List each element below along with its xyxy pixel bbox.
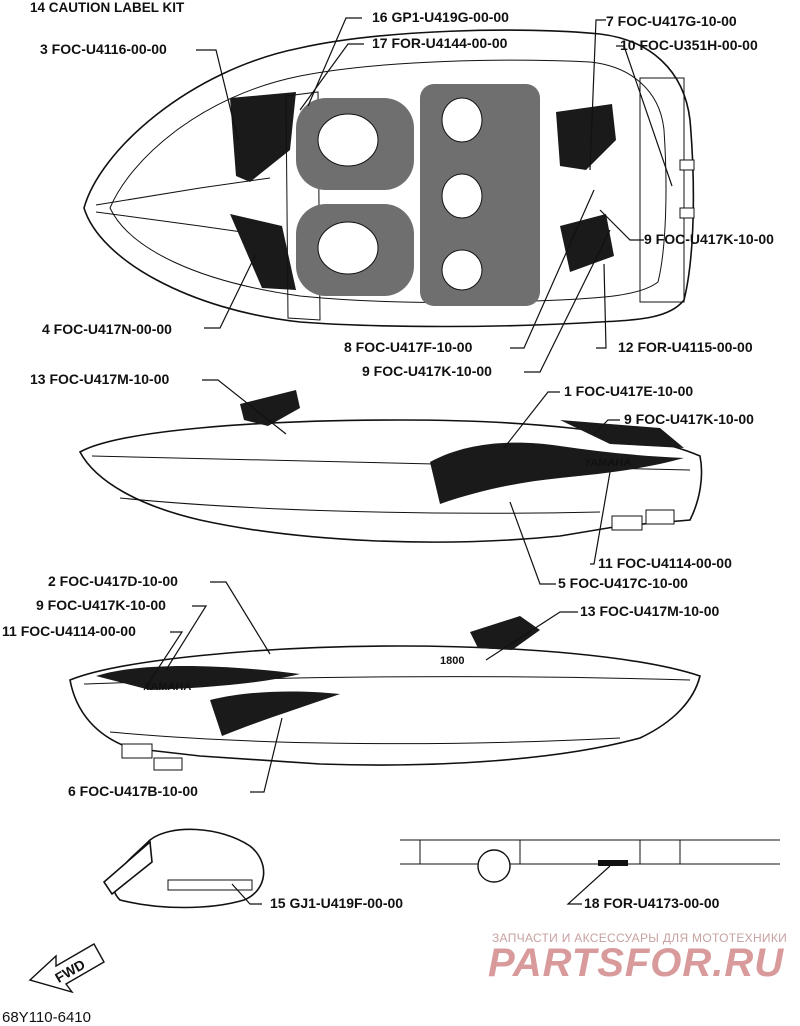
callout-9-side2: 9 FOC-U417K-10-00 [36, 597, 166, 613]
callout-3: 3 FOC-U4116-00-00 [40, 41, 167, 57]
callout-1: 1 FOC-U417E-10-00 [564, 383, 693, 399]
trailer-part [400, 839, 780, 883]
brand-text-side1: YAMAHA [584, 457, 631, 469]
model-text-side2: 1800 [440, 655, 464, 667]
watermark-logo: PARTSFOR.RU [488, 941, 784, 985]
callout-16: 16 GP1-U419G-00-00 [372, 9, 509, 25]
callout-6: 6 FOC-U417B-10-00 [68, 783, 198, 799]
callout-9-mid: 9 FOC-U417K-10-00 [362, 363, 492, 379]
callout-4: 4 FOC-U417N-00-00 [42, 321, 172, 337]
boat-side-view-starboard [69, 616, 701, 771]
fwd-arrow-icon [28, 943, 105, 994]
callout-13-side2: 13 FOC-U417M-10-00 [580, 603, 719, 619]
drawing-code: 68Y110-6410 [2, 1009, 91, 1026]
boat-top-view [83, 29, 695, 328]
kit-title: 14 CAUTION LABEL KIT [30, 0, 185, 15]
callout-9-top: 9 FOC-U417K-10-00 [644, 231, 774, 247]
callout-5: 5 FOC-U417C-10-00 [558, 575, 688, 591]
watermark-line: ЗАПЧАСТИ И АКСЕССУАРЫ ДЛЯ МОТОТЕХНИКИ [492, 931, 787, 945]
leader-lines [143, 17, 673, 905]
callout-10: 10 FOC-U351H-00-00 [620, 37, 758, 53]
callout-11-side1: 11 FOC-U4114-00-00 [598, 555, 732, 571]
callout-12: 12 FOR-U4115-00-00 [618, 339, 753, 355]
brand-text-side2: YAMAHA [144, 681, 191, 693]
callout-11-side2: 11 FOC-U4114-00-00 [2, 623, 136, 639]
callout-13-side1: 13 FOC-U417M-10-00 [30, 371, 169, 387]
callout-2: 2 FOC-U417D-10-00 [48, 573, 178, 589]
callout-9-side1: 9 FOC-U417K-10-00 [624, 411, 754, 427]
callout-18: 18 FOR-U4173-00-00 [584, 895, 720, 911]
boat-side-view-port [78, 390, 703, 543]
mirror-part [102, 828, 265, 909]
callout-15: 15 GJ1-U419F-00-00 [270, 895, 403, 911]
callout-17: 17 FOR-U4144-00-00 [372, 35, 508, 51]
callout-7: 7 FOC-U417G-10-00 [606, 13, 737, 29]
callout-8: 8 FOC-U417F-10-00 [344, 339, 473, 355]
